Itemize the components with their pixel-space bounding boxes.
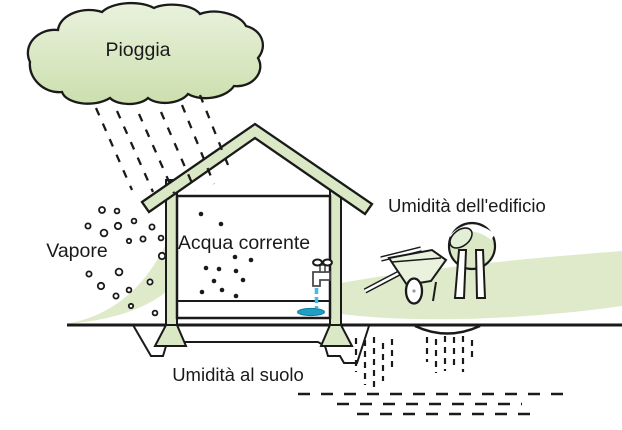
house-foot-left: [153, 324, 188, 347]
house-wall-right: [329, 189, 342, 326]
label-running-water: Acqua corrente: [178, 232, 310, 254]
moisture-swoosh-left: [66, 244, 166, 324]
label-rain: Pioggia: [105, 39, 170, 61]
soil-moisture-dashes-horizontal: [298, 392, 566, 416]
house-wall-left: [165, 179, 178, 326]
house-foot-right: [319, 324, 354, 347]
water-puddle: [297, 307, 325, 317]
vapor-bubbles: [84, 206, 167, 317]
faucet-icon: [297, 258, 333, 317]
house-icon: [140, 122, 374, 347]
soil-moisture-dashes-vertical: [354, 336, 474, 387]
label-building-moisture: Umidità dell'edificio: [388, 195, 546, 216]
label-vapor: Vapore: [46, 240, 107, 262]
buried-arc: [414, 324, 481, 335]
wheelbarrow-icon: [363, 246, 448, 305]
rain-cloud-icon: [26, 1, 264, 106]
house-interior: [175, 194, 332, 320]
house-roof: [140, 122, 374, 216]
rain-dashes: [94, 94, 230, 194]
cement-mixer-icon: [447, 221, 497, 299]
label-ground-moisture: Umidità al suolo: [172, 364, 304, 385]
indoor-vapor-dots: [198, 211, 254, 299]
